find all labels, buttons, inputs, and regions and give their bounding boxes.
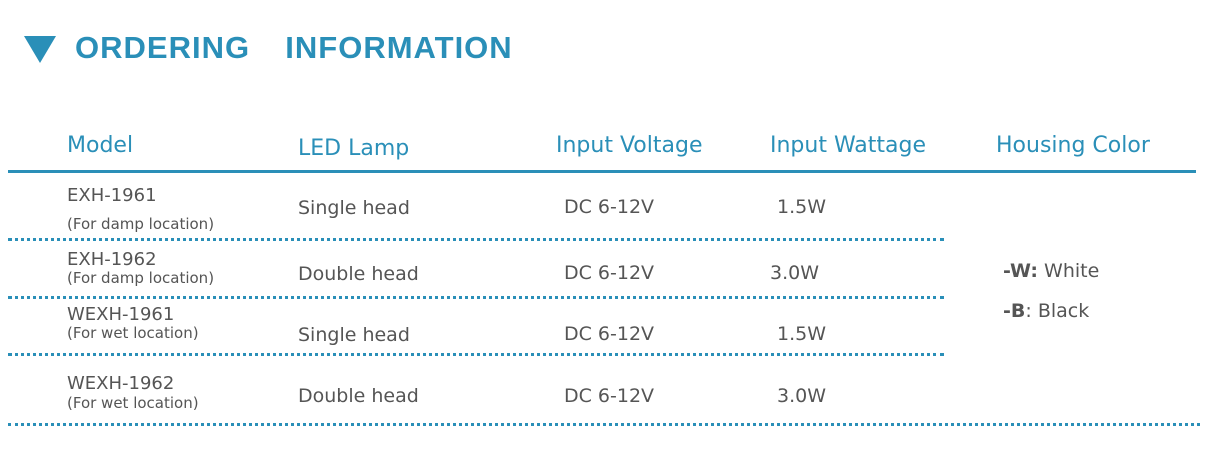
row-3-wattage: 1.5W: [777, 323, 827, 345]
header-model: Model: [67, 133, 134, 158]
row-3-model: WEXH-1961: [67, 304, 175, 325]
row-4-model: WEXH-1962: [67, 373, 175, 394]
row-1-wattage: 1.5W: [777, 196, 827, 218]
header-input-wattage: Input Wattage: [770, 133, 927, 158]
row-2-voltage: DC 6-12V: [564, 262, 655, 284]
header-input-voltage: Input Voltage: [556, 133, 703, 158]
header-rule: [8, 170, 1196, 173]
row-divider: [8, 353, 944, 356]
header-housing-color: Housing Color: [996, 133, 1150, 158]
section-title: ORDERING INFORMATION: [24, 28, 513, 68]
color-code-black: -B: [1003, 300, 1026, 322]
row-divider: [8, 296, 944, 299]
row-4-wattage: 3.0W: [777, 385, 827, 407]
row-2-model: EXH-1962: [67, 249, 157, 270]
row-1-voltage: DC 6-12V: [564, 196, 655, 218]
row-2-lamp: Double head: [298, 263, 419, 285]
color-code-white: -W:: [1003, 260, 1039, 282]
housing-color-black: -B: Black: [1003, 300, 1089, 322]
table-bottom-rule: [8, 423, 1200, 426]
row-3-voltage: DC 6-12V: [564, 323, 655, 345]
row-2-note: (For damp location): [67, 269, 215, 287]
row-divider: [8, 238, 944, 241]
page-title: ORDERING INFORMATION: [75, 30, 513, 65]
row-1-note: (For damp location): [67, 215, 215, 233]
row-4-lamp: Double head: [298, 385, 419, 407]
housing-color-white: -W: White: [1003, 260, 1099, 282]
color-name-white: White: [1038, 260, 1100, 282]
row-3-note: (For wet location): [67, 324, 199, 342]
color-name-black: : Black: [1025, 300, 1090, 322]
row-1-model: EXH-1961: [67, 185, 157, 206]
row-4-voltage: DC 6-12V: [564, 385, 655, 407]
header-led-lamp: LED Lamp: [298, 136, 410, 161]
row-1-lamp: Single head: [298, 197, 410, 219]
triangle-down-icon: [24, 35, 56, 63]
row-3-lamp: Single head: [298, 324, 410, 346]
row-2-wattage: 3.0W: [770, 262, 820, 284]
row-4-note: (For wet location): [67, 394, 199, 412]
